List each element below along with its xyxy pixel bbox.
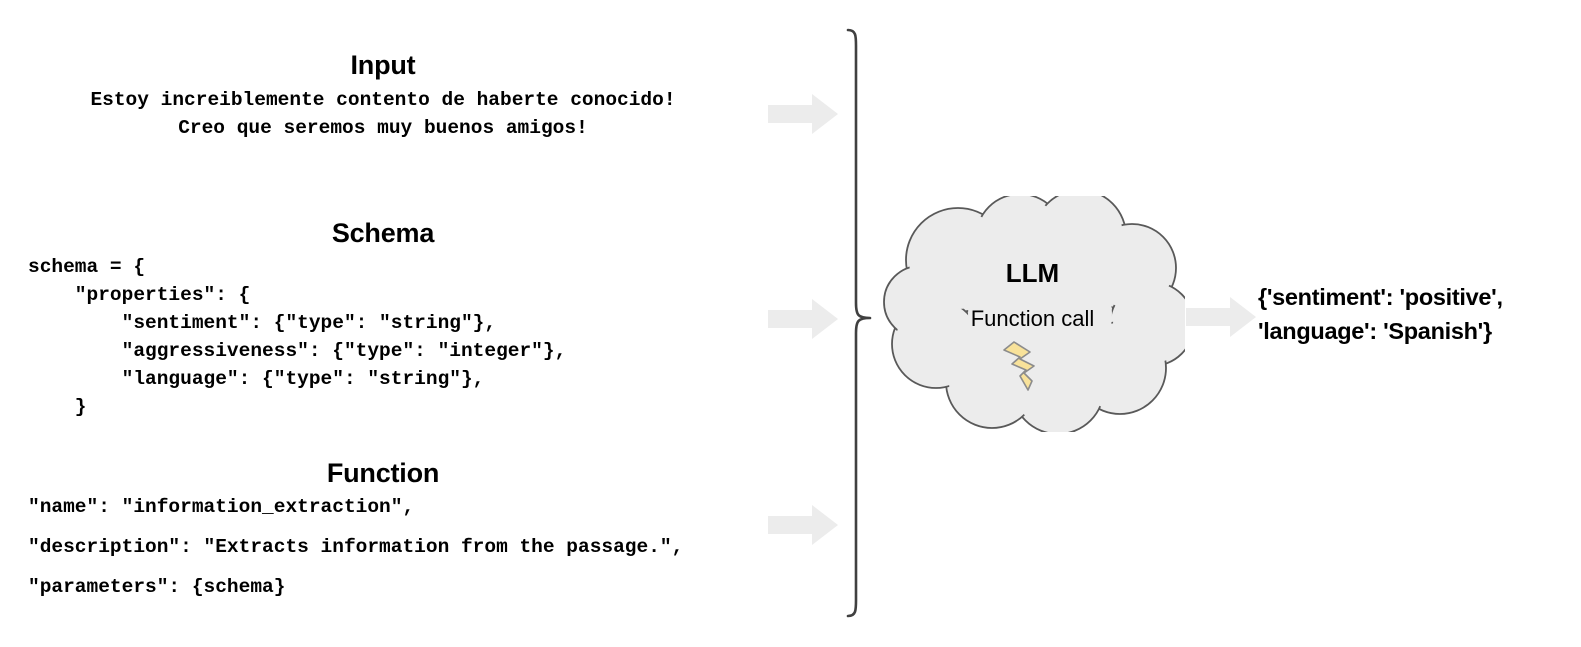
arrow-right-icon xyxy=(1186,297,1256,337)
output-line-1: {'sentiment': 'positive', xyxy=(1258,284,1503,310)
schema-code-line: schema = { xyxy=(28,256,146,278)
input-arrow-right-icon xyxy=(768,94,838,134)
output-line-2: 'language': 'Spanish'} xyxy=(1258,318,1492,344)
llm-cloud: LLM Function call xyxy=(880,196,1185,432)
function-code-line: "parameters": {schema} xyxy=(28,576,286,598)
lightning-bolt-icon xyxy=(998,340,1044,392)
schema-heading: Schema xyxy=(331,218,435,248)
function-heading: Function xyxy=(326,458,440,488)
function-code-line: "description": "Extracts information fro… xyxy=(28,536,684,558)
arrow-right-icon xyxy=(768,505,838,545)
output-arrow-right-icon xyxy=(1186,297,1256,337)
schema-arrow-right-icon xyxy=(768,299,838,339)
arrow-right-icon xyxy=(768,299,838,339)
arrow-right-icon xyxy=(768,94,838,134)
schema-code-line: "properties": { xyxy=(28,284,251,306)
input-text-line-1: Estoy increiblemente contento de haberte… xyxy=(90,89,676,111)
lightning-bolt-glyph xyxy=(1003,341,1035,391)
schema-code-line: "sentiment": {"type": "string"}, xyxy=(28,312,497,334)
schema-code-line: "language": {"type": "string"}, xyxy=(28,368,485,390)
schema-code-line: } xyxy=(28,396,87,418)
function-arrow-right-icon xyxy=(768,505,838,545)
curly-brace-icon xyxy=(846,28,872,618)
schema-code-line: "aggressiveness": {"type": "integer"}, xyxy=(28,340,567,362)
input-heading: Input xyxy=(350,50,416,80)
cloud-icon xyxy=(883,196,1185,432)
input-text-line-2: Creo que seremos muy buenos amigos! xyxy=(178,117,588,139)
function-code-line: "name": "information_extraction", xyxy=(28,496,415,518)
group-brace xyxy=(826,18,896,628)
